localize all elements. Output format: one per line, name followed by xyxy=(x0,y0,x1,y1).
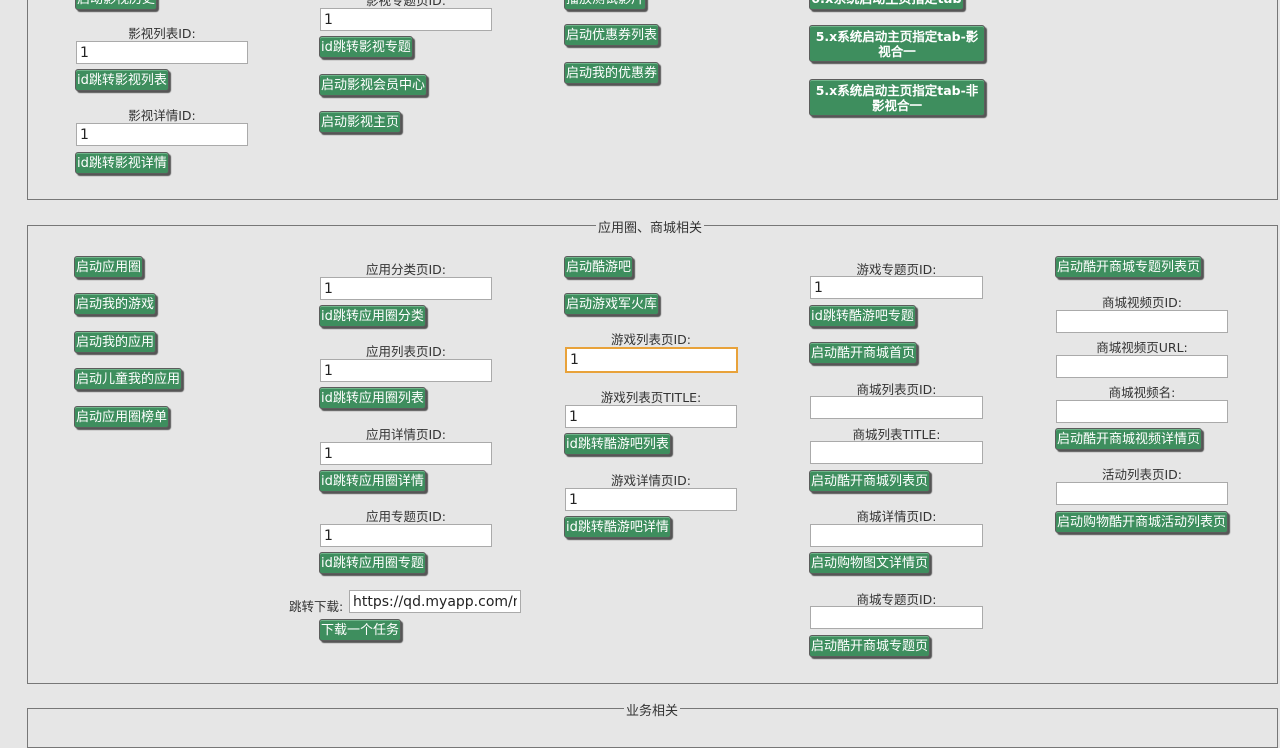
app-topic-id-label: 应用专题页ID: xyxy=(365,509,447,524)
start-mall-topic-button[interactable]: 启动酷开商城专题页 xyxy=(809,635,931,657)
jump-app-topic-button[interactable]: id跳转应用圈专题 xyxy=(319,552,426,574)
game-list-id-label: 游戏列表页ID: xyxy=(610,332,692,347)
mall-video-name-input[interactable] xyxy=(1056,400,1228,423)
download-url-input[interactable] xyxy=(349,590,521,613)
app-list-id-label: 应用列表页ID: xyxy=(365,344,447,359)
mall-detail-id-input[interactable] xyxy=(810,524,983,547)
jump-movie-detail-button[interactable]: id跳转影视详情 xyxy=(75,152,169,174)
app-category-id-label: 应用分类页ID: xyxy=(365,262,447,277)
mall-topic-id-label: 商城专题页ID: xyxy=(856,592,937,607)
start-movie-member-center-button[interactable]: 启动影视会员中心 xyxy=(319,74,428,96)
start-kids-my-apps-button[interactable]: 启动儿童我的应用 xyxy=(74,368,183,390)
jump-game-list-button[interactable]: id跳转酷游吧列表 xyxy=(564,433,671,455)
app-category-id-input[interactable] xyxy=(320,277,492,300)
start-shopping-detail-button[interactable]: 启动购物图文详情页 xyxy=(809,552,931,574)
start-app-circle-button[interactable]: 启动应用圈 xyxy=(74,256,144,278)
jump-movie-list-button[interactable]: id跳转影视列表 xyxy=(75,69,169,91)
game-list-title-input[interactable] xyxy=(565,405,737,428)
movie-topic-id-input[interactable] xyxy=(320,8,492,31)
download-task-button[interactable]: 下载一个任务 xyxy=(319,619,402,641)
mall-video-name-label: 商城视频名: xyxy=(1108,385,1176,400)
start-game-arsenal-button[interactable]: 启动游戏军火库 xyxy=(564,293,660,315)
start-movie-home-button[interactable]: 启动影视主页 xyxy=(319,111,402,133)
tab-6x-button[interactable]: 6.x系统启动主页指定tab xyxy=(809,0,964,10)
game-list-title-label: 游戏列表页TITLE: xyxy=(600,390,702,405)
jump-app-list-button[interactable]: id跳转应用圈列表 xyxy=(319,387,426,409)
start-my-coupon-button[interactable]: 启动我的优惠券 xyxy=(564,62,660,84)
tab-5x-nonmovie-button[interactable]: 5.x系统启动主页指定tab-非影视合一 xyxy=(809,79,985,116)
mall-video-url-label: 商城视频页URL: xyxy=(1096,340,1188,355)
movie-detail-id-input[interactable] xyxy=(76,123,248,146)
activity-list-id-input[interactable] xyxy=(1056,482,1228,505)
game-detail-id-input[interactable] xyxy=(565,488,737,511)
mall-list-title-input[interactable] xyxy=(810,441,983,464)
activity-list-id-label: 活动列表页ID: xyxy=(1101,467,1183,482)
jump-movie-topic-button[interactable]: id跳转影视专题 xyxy=(319,36,413,58)
start-activity-list-button[interactable]: 启动购物酷开商城活动列表页 xyxy=(1055,511,1229,533)
app-list-id-input[interactable] xyxy=(320,359,492,382)
app-topic-id-input[interactable] xyxy=(320,524,492,547)
start-mall-video-detail-button[interactable]: 启动酷开商城视频详情页 xyxy=(1055,428,1203,450)
start-coupon-list-button[interactable]: 启动优惠券列表 xyxy=(564,24,660,46)
mall-list-title-label: 商城列表TITLE: xyxy=(852,427,941,442)
mall-video-url-input[interactable] xyxy=(1056,355,1228,378)
start-app-rank-button[interactable]: 启动应用圈榜单 xyxy=(74,406,170,428)
start-movie-history-button[interactable]: 启动影视历史 xyxy=(75,0,158,10)
mall-detail-id-label: 商城详情页ID: xyxy=(856,509,937,524)
tab-5x-movie-button[interactable]: 5.x系统启动主页指定tab-影视合一 xyxy=(809,25,985,62)
download-jump-label: 跳转下载: xyxy=(289,599,344,614)
play-test-movie-button[interactable]: 播放测试影片 xyxy=(564,0,647,10)
game-detail-id-label: 游戏详情页ID: xyxy=(610,473,692,488)
mall-list-id-label: 商城列表页ID: xyxy=(856,382,937,397)
app-detail-id-input[interactable] xyxy=(320,442,492,465)
start-mall-topic-list-button[interactable]: 启动酷开商城专题列表页 xyxy=(1055,256,1203,278)
mall-video-id-label: 商城视频页ID: xyxy=(1101,295,1183,310)
movie-detail-id-label: 影视详情ID: xyxy=(128,108,196,123)
start-my-apps-button[interactable]: 启动我的应用 xyxy=(74,331,157,353)
jump-game-detail-button[interactable]: id跳转酷游吧详情 xyxy=(564,516,671,538)
app-detail-id-label: 应用详情页ID: xyxy=(365,427,447,442)
mall-topic-id-input[interactable] xyxy=(810,606,983,629)
game-list-id-input[interactable] xyxy=(565,347,738,373)
start-mall-home-button[interactable]: 启动酷开商城首页 xyxy=(809,342,918,364)
business-legend: 业务相关 xyxy=(624,700,681,719)
movie-list-id-input[interactable] xyxy=(76,41,248,64)
start-game-bar-button[interactable]: 启动酷游吧 xyxy=(564,256,634,278)
jump-app-detail-button[interactable]: id跳转应用圈详情 xyxy=(319,470,426,492)
mall-list-id-input[interactable] xyxy=(810,396,983,419)
app-mall-legend: 应用圈、商城相关 xyxy=(596,217,705,236)
jump-app-category-button[interactable]: id跳转应用圈分类 xyxy=(319,305,426,327)
game-topic-id-input[interactable] xyxy=(810,276,983,299)
start-mall-list-button[interactable]: 启动酷开商城列表页 xyxy=(809,470,931,492)
game-topic-id-label: 游戏专题页ID: xyxy=(856,262,937,277)
movie-topic-id-label: 影视专题页ID: xyxy=(365,0,447,8)
mall-video-id-input[interactable] xyxy=(1056,310,1228,333)
start-my-games-button[interactable]: 启动我的游戏 xyxy=(74,293,157,315)
jump-game-topic-button[interactable]: id跳转酷游吧专题 xyxy=(809,305,916,327)
movie-fieldset xyxy=(27,0,1278,200)
movie-list-id-label: 影视列表ID: xyxy=(128,26,196,41)
